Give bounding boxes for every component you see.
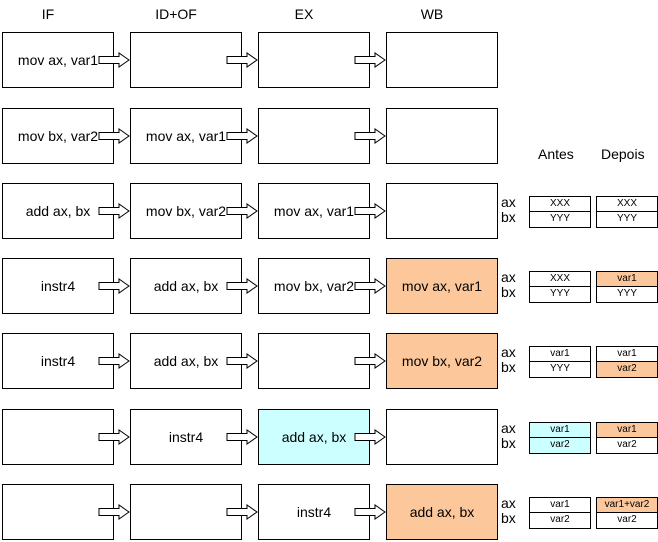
arrow-right-icon bbox=[354, 52, 386, 68]
register-value-bx: YYY bbox=[530, 287, 590, 302]
arrow-right-icon bbox=[354, 429, 386, 445]
register-value-ax: var1 bbox=[530, 347, 590, 362]
pipeline-cell: add ax, bx bbox=[386, 484, 498, 540]
pipeline-cell bbox=[2, 484, 114, 540]
register-label-bx: bx bbox=[501, 359, 516, 375]
pipeline-cell bbox=[386, 32, 498, 88]
register-label-ax: ax bbox=[501, 495, 516, 511]
register-value-bx: var2 bbox=[597, 362, 657, 377]
arrow-right-icon bbox=[98, 429, 130, 445]
arrow-right-icon bbox=[354, 353, 386, 369]
arrow-right-icon bbox=[98, 278, 130, 294]
stage-header-ex: EX bbox=[294, 6, 314, 22]
arrow-right-icon bbox=[98, 504, 130, 520]
arrow-right-icon bbox=[226, 128, 258, 144]
stage-header-idof: ID+OF bbox=[155, 6, 197, 22]
pipeline-cell: instr4 bbox=[130, 409, 242, 465]
register-value-bx: var2 bbox=[597, 438, 657, 453]
register-label-ax: ax bbox=[501, 420, 516, 436]
register-value-ax: var1+var2 bbox=[597, 498, 657, 513]
pipeline-cell: mov ax, var1 bbox=[258, 183, 370, 239]
before-header: Antes bbox=[538, 146, 574, 162]
pipeline-cell bbox=[386, 183, 498, 239]
pipeline-cell: add ax, bx bbox=[2, 183, 114, 239]
pipeline-cell: instr4 bbox=[2, 258, 114, 314]
arrow-right-icon bbox=[226, 353, 258, 369]
stage-header-if: IF bbox=[41, 6, 55, 22]
register-value-ax: var1 bbox=[597, 272, 657, 287]
pipeline-cell: mov bx, var2 bbox=[130, 183, 242, 239]
pipeline-cell: instr4 bbox=[2, 333, 114, 389]
pipeline-cell bbox=[386, 108, 498, 164]
arrow-right-icon bbox=[226, 504, 258, 520]
arrow-right-icon bbox=[226, 429, 258, 445]
arrow-right-icon bbox=[226, 278, 258, 294]
register-value-bx: YYY bbox=[530, 362, 590, 377]
pipeline-cell: mov bx, var2 bbox=[258, 258, 370, 314]
pipeline-cell bbox=[258, 108, 370, 164]
arrow-right-icon bbox=[354, 128, 386, 144]
after-header: Depois bbox=[601, 146, 645, 162]
pipeline-cell bbox=[258, 32, 370, 88]
arrow-right-icon bbox=[98, 128, 130, 144]
register-label-ax: ax bbox=[501, 194, 516, 210]
register-value-bx: var2 bbox=[597, 513, 657, 528]
register-value-ax: var1 bbox=[530, 423, 590, 438]
pipeline-cell: mov bx, var2 bbox=[2, 108, 114, 164]
stage-header-wb: WB bbox=[420, 6, 444, 22]
arrow-right-icon bbox=[98, 353, 130, 369]
pipeline-cell: mov ax, var1 bbox=[386, 258, 498, 314]
register-label-ax: ax bbox=[501, 269, 516, 285]
register-value-ax: XXX bbox=[530, 197, 590, 212]
arrow-right-icon bbox=[354, 278, 386, 294]
pipeline-cell: add ax, bx bbox=[130, 258, 242, 314]
pipeline-cell: mov bx, var2 bbox=[386, 333, 498, 389]
pipeline-cell bbox=[2, 409, 114, 465]
register-value-bx: var2 bbox=[530, 513, 590, 528]
register-value-bx: YYY bbox=[597, 212, 657, 227]
arrow-right-icon bbox=[354, 504, 386, 520]
register-value-ax: var1 bbox=[530, 498, 590, 513]
pipeline-cell: instr4 bbox=[258, 484, 370, 540]
arrow-right-icon bbox=[226, 203, 258, 219]
pipeline-cell: mov ax, var1 bbox=[130, 108, 242, 164]
register-label-bx: bx bbox=[501, 209, 516, 225]
register-label-ax: ax bbox=[501, 344, 516, 360]
pipeline-cell: add ax, bx bbox=[130, 333, 242, 389]
register-value-ax: var1 bbox=[597, 423, 657, 438]
pipeline-cell bbox=[130, 32, 242, 88]
register-value-ax: XXX bbox=[597, 197, 657, 212]
register-value-ax: var1 bbox=[597, 347, 657, 362]
register-label-bx: bx bbox=[501, 284, 516, 300]
arrow-right-icon bbox=[98, 203, 130, 219]
register-value-ax: XXX bbox=[530, 272, 590, 287]
arrow-right-icon bbox=[98, 52, 130, 68]
register-value-bx: YYY bbox=[597, 287, 657, 302]
arrow-right-icon bbox=[354, 203, 386, 219]
pipeline-cell bbox=[258, 333, 370, 389]
register-value-bx: YYY bbox=[530, 212, 590, 227]
register-value-bx: var2 bbox=[530, 438, 590, 453]
register-label-bx: bx bbox=[501, 435, 516, 451]
register-label-bx: bx bbox=[501, 510, 516, 526]
pipeline-cell bbox=[386, 409, 498, 465]
arrow-right-icon bbox=[226, 52, 258, 68]
